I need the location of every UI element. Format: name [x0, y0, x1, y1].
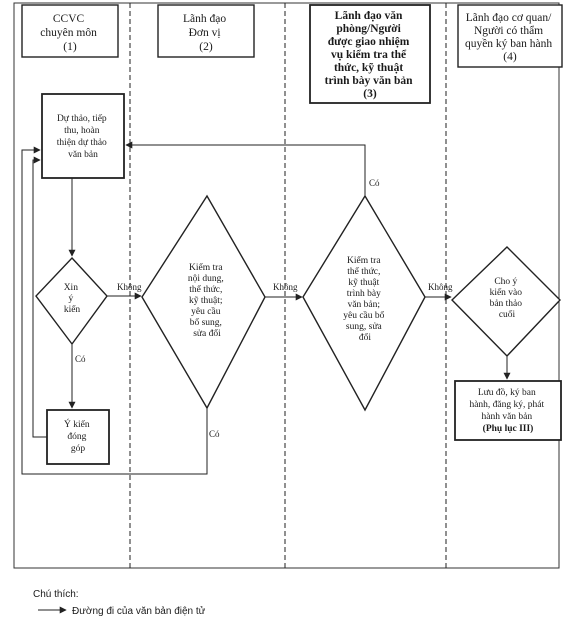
edge-label-no-3: Không [428, 282, 453, 292]
node-review-office [302, 194, 426, 412]
edge-label-yes-3: Có [369, 178, 380, 188]
edge-label-no-1: Không [117, 282, 142, 292]
edge-label-no-2: Không [273, 282, 298, 292]
node-ask-text: Xin ý kiến [64, 283, 81, 315]
edge-label-yes-1: Có [75, 354, 86, 364]
node-issue [454, 380, 562, 441]
lane-header-2 [157, 4, 255, 58]
edge-review-unit-yes-to-draft [21, 146, 208, 475]
node-comment-text: Ý kiến đóng góp [64, 418, 92, 454]
node-final-opinion-text: Cho ý kiến vào bản thảo cuối [490, 277, 525, 320]
lane-header-2-text: Lãnh đạo Đơn vị (2) [183, 13, 229, 53]
lane-header-4-text: Lãnh đạo cơ quan/ Người có thẩm quyền ký… [465, 12, 555, 63]
node-issue-text: Lưu đồ, ký ban hành, đăng ký, phát hành … [469, 387, 546, 434]
edge-review-office-yes-to-draft [125, 141, 366, 196]
node-review-unit-text: Kiểm tra nội dung, thể thức, kỹ thuật; y… [188, 262, 226, 339]
lane-header-3-text: Lãnh đạo văn phòng/Người được giao nhiệm… [325, 10, 416, 100]
node-draft-text: Dự thảo, tiếp thu, hoàn thiện dự thảo vă… [57, 113, 109, 160]
node-comment [46, 409, 110, 465]
lane-header-1-text: CCVC chuyên môn (1) [40, 13, 99, 53]
node-review-office-text: Kiểm tra thể thức, kỹ thuật trình bày vă… [343, 255, 387, 343]
lane-header-1 [21, 4, 119, 58]
lane-header-3 [309, 4, 431, 104]
lane-header-4 [457, 4, 563, 68]
node-draft [41, 93, 125, 179]
edge-comment-to-draft [32, 156, 47, 438]
swimlane-frame [13, 2, 560, 569]
edge-label-yes-2: Có [209, 429, 220, 439]
legend-item: Đường đi của văn bản điện tử [72, 605, 206, 617]
legend-title: Chú thích: [33, 589, 79, 600]
